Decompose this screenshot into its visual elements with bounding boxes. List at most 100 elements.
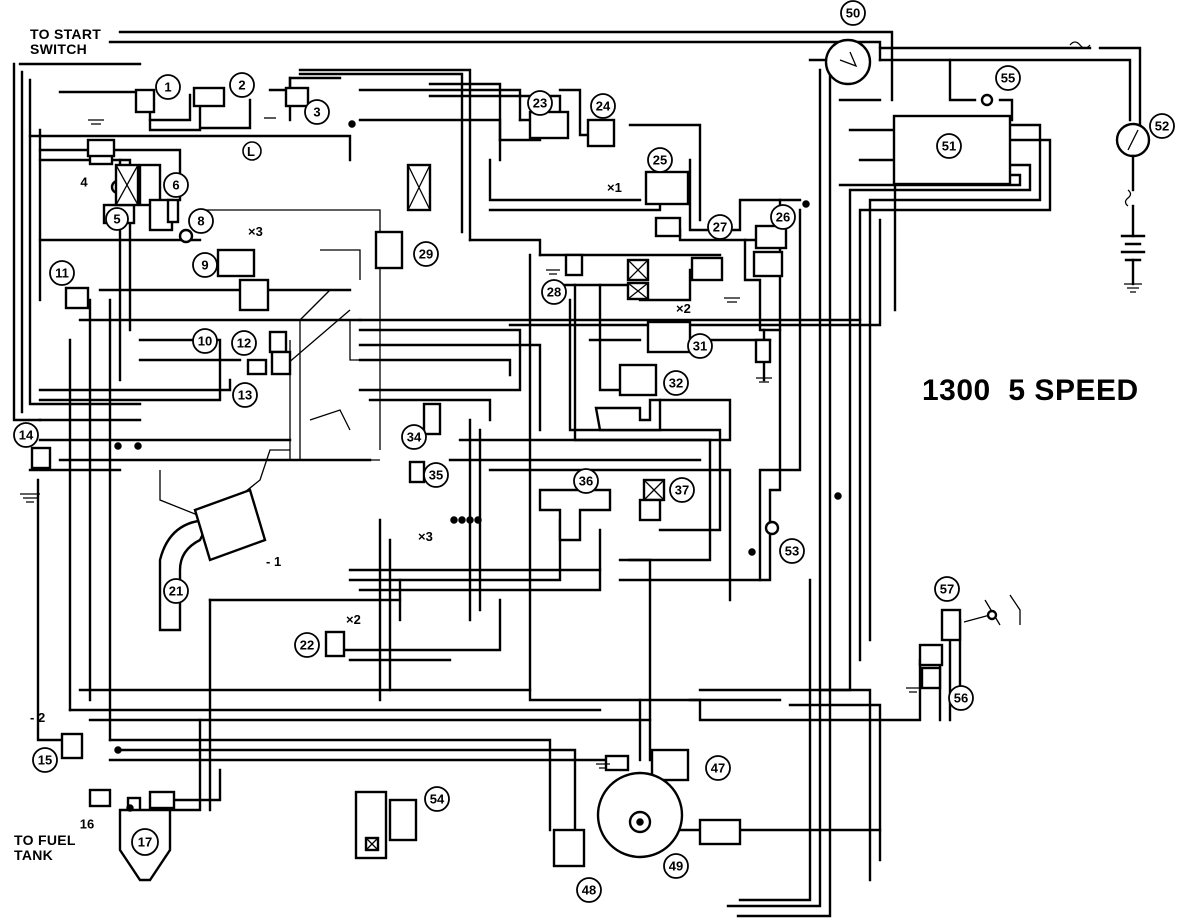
svg-text:56: 56 [954,691,968,706]
badge-28: 28 [541,279,567,305]
marker-x3-b: ×3 [418,529,433,544]
battery-ground [20,41,1146,769]
svg-text:52: 52 [1155,119,1169,134]
svg-text:57: 57 [940,582,954,597]
badge-8: 8 [188,208,214,234]
marker-x2-a: ×2 [676,301,691,316]
badge-24: 24 [590,93,616,119]
svg-text:24: 24 [596,99,611,114]
svg-text:13: 13 [238,388,252,403]
badge-55: 55 [995,65,1021,91]
badge-32: 32 [663,370,689,396]
badge-53: 53 [779,538,805,564]
svg-text:26: 26 [776,210,790,225]
badge-10: 10 [192,328,218,354]
svg-text:48: 48 [582,883,596,898]
svg-text:8: 8 [197,214,204,229]
badge-25: 25 [647,147,673,173]
svg-text:3: 3 [313,105,320,120]
badge-27: 27 [707,214,733,240]
badge-48: 48 [576,877,602,903]
badge-1: 1 [155,74,181,100]
start-switch-label: TO START SWITCH [30,26,102,57]
svg-text:32: 32 [669,376,683,391]
svg-text:27: 27 [713,220,727,235]
badge-26: 26 [770,204,796,230]
marker-x1-a: ×1 [607,180,622,195]
badge-9: 9 [192,252,218,278]
svg-text:53: 53 [785,544,799,559]
badge-47: 47 [705,755,731,781]
svg-text:9: 9 [201,258,208,273]
svg-text:×3: ×3 [418,529,433,544]
svg-text:31: 31 [693,339,707,354]
badge-23: 23 [527,90,553,116]
badge-6: 6 [163,172,189,198]
marker-neg2: - 2 [30,710,45,725]
svg-text:- 1: - 1 [266,554,281,569]
badge-29: 29 [413,241,439,267]
fuel-tank-label: TO FUEL TANK [14,832,76,863]
svg-text:10: 10 [198,334,212,349]
badge-50: 50 [840,0,866,26]
svg-text:28: 28 [547,285,561,300]
badge-11: 11 [49,260,75,286]
badge-34: 34 [401,424,427,450]
fuse-symbols [114,163,665,852]
harness-lines [12,30,1142,918]
svg-text:37: 37 [675,483,689,498]
svg-text:29: 29 [419,247,433,262]
badge-51: 51 [936,133,962,159]
badge-57: 57 [934,576,960,602]
svg-text:1: 1 [164,80,171,95]
svg-text:×2: ×2 [346,612,361,627]
badge-37: 37 [669,477,695,503]
svg-text:16: 16 [80,817,94,832]
badge-17: 17 [131,828,159,856]
svg-text:15: 15 [38,753,52,768]
badge-13: 13 [232,382,258,408]
svg-text:50: 50 [846,6,860,21]
splice-dots [114,120,842,812]
svg-text:17: 17 [138,835,152,850]
badge-3: 3 [304,99,330,125]
marker-x3-a: ×3 [248,224,263,239]
svg-text:×2: ×2 [676,301,691,316]
marker-x2-b: ×2 [346,612,361,627]
svg-text:49: 49 [669,859,683,874]
badge-14: 14 [13,422,39,448]
badge-12: 12 [231,330,257,356]
svg-text:4: 4 [80,175,88,190]
svg-text:25: 25 [653,153,667,168]
svg-text:36: 36 [579,474,593,489]
badge-52: 52 [1149,113,1175,139]
svg-text:- 2: - 2 [30,710,45,725]
svg-text:22: 22 [300,638,314,653]
svg-text:5: 5 [113,212,120,227]
badge-36: 36 [573,468,599,494]
svg-text:54: 54 [430,792,445,807]
badge-35: 35 [423,462,449,488]
badge-16: 16 [80,817,94,832]
badge-49: 49 [663,853,689,879]
badge-56: 56 [948,685,974,711]
badge-5: 5 [105,207,129,231]
svg-text:23: 23 [533,96,547,111]
badge-54: 54 [424,786,450,812]
badge-22: 22 [294,632,320,658]
marker-neg1: - 1 [266,554,281,569]
svg-text:47: 47 [711,761,725,776]
badge-21: 21 [163,578,189,604]
svg-text:21: 21 [169,584,183,599]
svg-text:34: 34 [407,430,422,445]
svg-text:14: 14 [19,428,34,443]
svg-text:55: 55 [1001,71,1015,86]
svg-text:×3: ×3 [248,224,263,239]
svg-text:2: 2 [238,78,245,93]
diagram-title: 1300 5 SPEED [922,374,1139,407]
svg-text:×1: ×1 [607,180,622,195]
marker-L: L [242,141,262,161]
svg-text:12: 12 [237,336,251,351]
